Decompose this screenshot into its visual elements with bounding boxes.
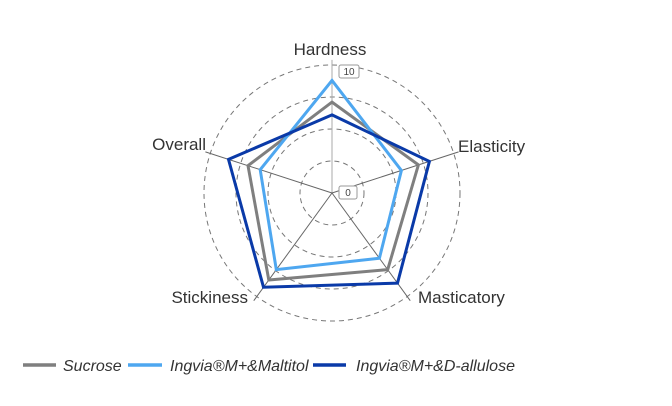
legend-label-sucrose: Sucrose — [63, 358, 122, 375]
tick-label-max: 10 — [343, 67, 355, 78]
axis-label-elasticity: Elasticity — [458, 137, 526, 156]
axis-label-overall: Overall — [152, 135, 206, 154]
axis-line — [253, 192, 333, 301]
axis-label-stickiness: Stickiness — [171, 288, 248, 307]
axis-label-hardness: Hardness — [294, 40, 367, 59]
legend-label-allulose: Ingvia®M+&D-allulose — [356, 358, 515, 375]
tick-box-min — [338, 185, 358, 200]
series-line-2 — [226, 113, 432, 289]
series-line-1 — [258, 77, 404, 272]
legend: Sucrose Ingvia®M+&Maltitol Ingvia®M+&D-a… — [23, 358, 515, 375]
legend-label-maltitol: Ingvia®M+&Maltitol — [170, 358, 309, 375]
series-layer — [226, 77, 432, 289]
grid-ring — [299, 160, 365, 226]
axis-line — [205, 151, 333, 194]
tick-label-min: 0 — [345, 188, 351, 199]
axis-label-masticatory: Masticatory — [418, 288, 505, 307]
grid-ring — [203, 64, 461, 322]
series-line-0 — [246, 100, 421, 282]
tick-box-max — [338, 64, 360, 79]
tick-labels: 10 0 — [338, 64, 360, 200]
